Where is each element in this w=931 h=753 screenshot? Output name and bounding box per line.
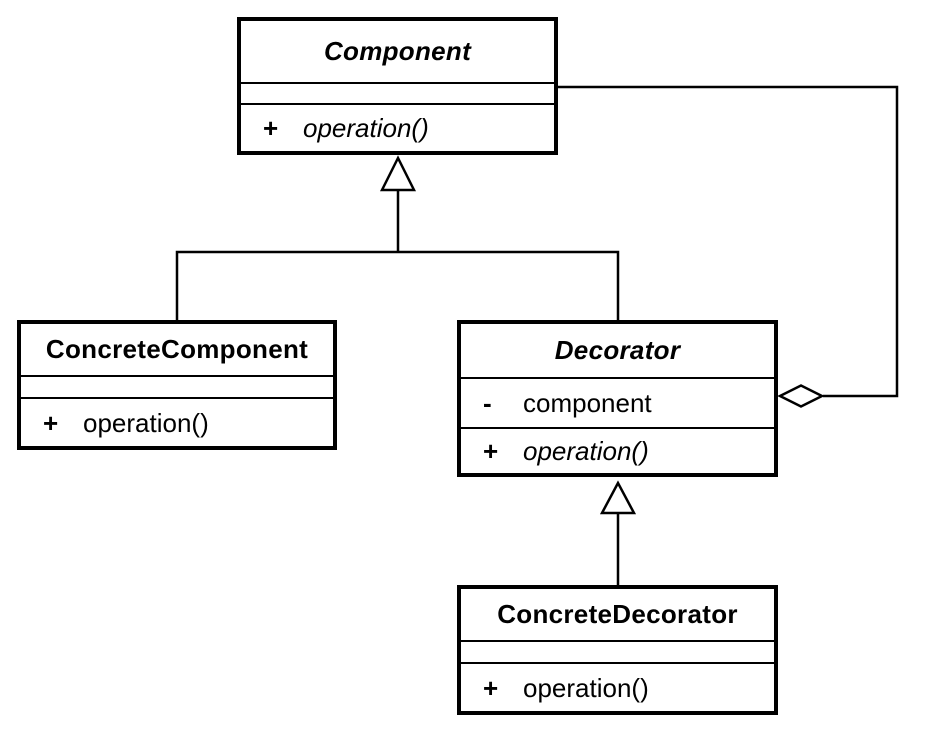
class-title: ConcreteComponent — [21, 324, 333, 377]
class-box-concrete-decorator: ConcreteDecorator + operation() — [457, 585, 778, 715]
attributes-compartment — [461, 642, 774, 664]
attributes-compartment — [241, 84, 554, 105]
class-title: ConcreteDecorator — [461, 589, 774, 642]
method-name: operation() — [303, 113, 429, 143]
visibility-sign: + — [483, 436, 499, 466]
class-box-decorator: Decorator - component + operation() — [457, 320, 778, 477]
visibility-sign: + — [263, 113, 279, 143]
method-name: operation() — [83, 407, 209, 438]
methods-compartment: + operation() — [241, 105, 554, 151]
visibility-sign: + — [483, 672, 499, 703]
generalization-arrow-icon — [599, 480, 637, 515]
generalization-edge-to-decorator — [599, 480, 637, 585]
class-box-component: Component + operation() — [237, 17, 558, 155]
generalization-edge-to-component — [175, 155, 620, 320]
method-row: + operation() — [461, 675, 774, 701]
method-name: operation() — [523, 436, 649, 466]
methods-compartment: + operation() — [21, 399, 333, 446]
aggregation-diamond-icon — [777, 384, 825, 408]
attribute-name: component — [523, 388, 652, 418]
method-name: operation() — [523, 672, 649, 703]
method-row: + operation() — [461, 438, 774, 464]
attributes-compartment — [21, 377, 333, 399]
aggregation-edge-decorator-component — [556, 85, 899, 408]
visibility-sign: - — [483, 388, 492, 418]
generalization-arrow-icon — [379, 155, 417, 192]
attributes-compartment: - component — [461, 379, 774, 429]
visibility-sign: + — [43, 407, 59, 438]
class-box-concrete-component: ConcreteComponent + operation() — [17, 320, 337, 450]
attribute-row: - component — [461, 390, 774, 416]
methods-compartment: + operation() — [461, 664, 774, 711]
methods-compartment: + operation() — [461, 429, 774, 473]
class-title: Component — [241, 21, 554, 84]
class-title: Decorator — [461, 324, 774, 379]
method-row: + operation() — [241, 115, 554, 141]
method-row: + operation() — [21, 410, 333, 436]
